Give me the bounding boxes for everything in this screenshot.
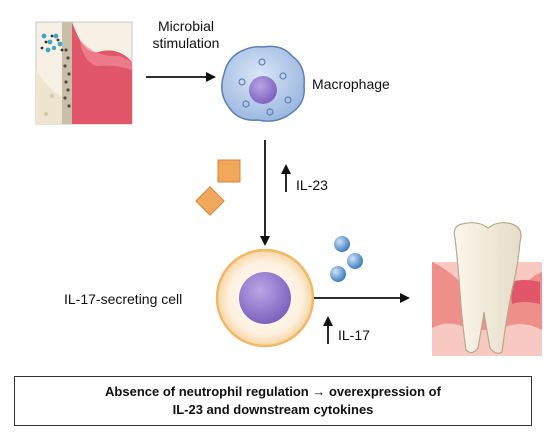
gum-bacteria-icon [35, 21, 133, 125]
il17-cell-icon [215, 248, 315, 348]
il17-sphere-icon [330, 236, 363, 282]
tooth-icon [432, 222, 542, 356]
il23-label: IL-23 [296, 177, 328, 193]
cytokine-square-icon [195, 159, 241, 216]
caption-line-2: IL-23 and downstream cytokines [172, 402, 374, 417]
caption-line-1: Absence of neutrophil regulation → overe… [105, 384, 441, 399]
il17-label: IL-17 [338, 327, 370, 343]
microbial-label-line1: Microbial [158, 18, 214, 34]
caption-box: Absence of neutrophil regulation → overe… [14, 376, 532, 426]
microbial-label-line2: stimulation [153, 35, 220, 51]
macrophage-cell-icon [221, 45, 305, 122]
macrophage-label: Macrophage [312, 76, 390, 92]
il17-cell-label: IL-17-secreting cell [64, 291, 182, 307]
